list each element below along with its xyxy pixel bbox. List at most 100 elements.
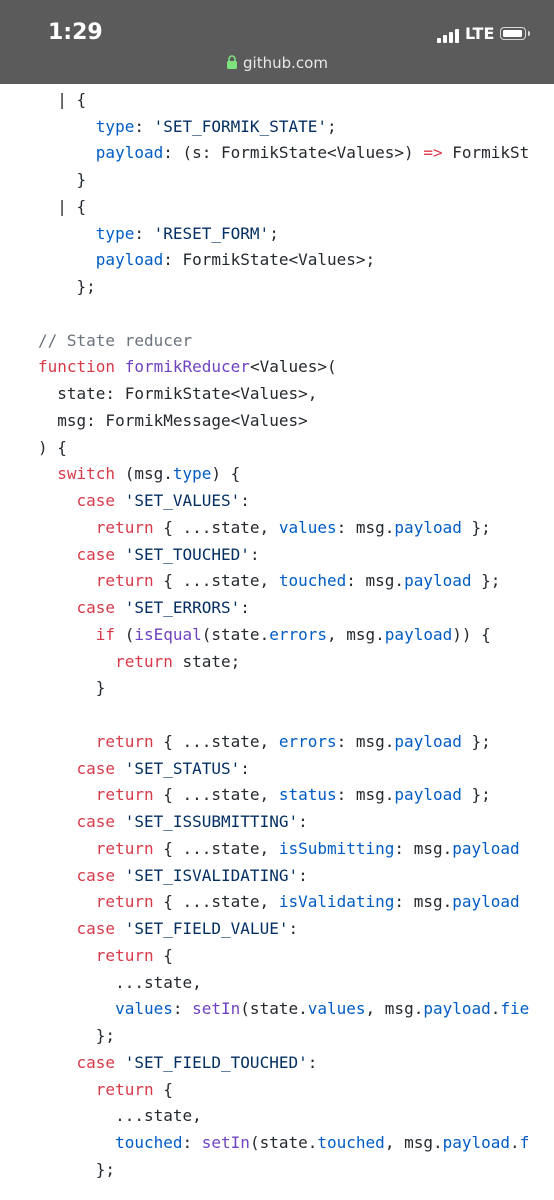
code-line: values: setIn(state.values, msg.payload.… [0, 996, 554, 1023]
code-token: payload [384, 624, 453, 644]
code-token: payload [394, 517, 462, 537]
network-type-label: LTE [465, 24, 495, 43]
lock-icon [227, 55, 238, 69]
code-token: FormikSt [442, 143, 530, 163]
code-token [38, 250, 96, 269]
battery-icon [500, 27, 530, 40]
code-token: formikReducer [124, 357, 250, 377]
code-token: state; [172, 651, 241, 671]
code-token: <Values>( [249, 357, 337, 377]
code-token: return [95, 1079, 154, 1099]
code-token: values [278, 517, 337, 537]
code-token: { ...state, [153, 731, 279, 751]
code-line: return { [0, 1077, 554, 1104]
code-token [115, 759, 125, 778]
code-line: case 'SET_ERRORS': [0, 595, 554, 622]
code-token: isSubmitting [278, 838, 395, 858]
code-token [38, 625, 96, 644]
code-line: case 'SET_STATUS': [0, 756, 554, 783]
code-token [115, 545, 125, 564]
code-token: } [38, 678, 106, 698]
code-token: { [153, 1079, 173, 1099]
code-token: ) { [211, 464, 241, 484]
code-token: type [172, 464, 212, 484]
code-line: ...state, [0, 970, 554, 997]
code-line: case 'SET_TOUCHED': [0, 542, 554, 569]
code-token [38, 117, 96, 136]
code-token [115, 866, 125, 885]
code-token: ...state, [38, 972, 202, 992]
code-token: { ...state, [153, 571, 279, 591]
code-token: payload [442, 1133, 511, 1152]
code-token: , msg. [327, 624, 385, 644]
code-token: : [240, 598, 250, 617]
code-token [115, 598, 125, 617]
signal-strength-icon [437, 29, 463, 43]
code-token: | { [38, 89, 87, 109]
code-line: | { [0, 194, 554, 221]
code-token: if [95, 624, 116, 644]
code-token: : [249, 544, 260, 564]
code-token [115, 357, 125, 376]
code-token: : FormikState<Values>; [163, 250, 376, 270]
code-token: values [307, 999, 366, 1019]
code-token: setIn [201, 1133, 250, 1152]
code-line: type: 'SET_FORMIK_STATE'; [0, 114, 554, 141]
code-token: 'SET_FIELD_VALUE' [124, 919, 289, 938]
code-token [38, 224, 96, 243]
code-line: state: FormikState<Values>, [0, 381, 554, 408]
code-token: payload [95, 143, 164, 163]
code-line: return { ...state, errors: msg.payload }… [0, 729, 554, 756]
code-token: state: FormikState<Values>, [38, 384, 318, 403]
code-token: => [423, 143, 443, 163]
code-token: touched [278, 571, 347, 591]
code-token: 'SET_TOUCHED' [124, 544, 250, 564]
code-token: return [95, 892, 154, 912]
code-token: , msg. [384, 1133, 443, 1152]
code-token: ; [269, 223, 279, 243]
code-token [38, 839, 96, 858]
code-token: ; [326, 116, 337, 136]
code-token [38, 759, 77, 778]
code-token [115, 919, 125, 938]
code-token [38, 892, 96, 911]
code-token: }; [38, 277, 96, 296]
code-token: (state. [201, 624, 270, 644]
code-line: case 'SET_ISSUBMITTING': [0, 809, 554, 836]
code-token: }; [461, 785, 491, 805]
code-token: payload [95, 250, 164, 270]
code-line [0, 702, 554, 729]
code-token: . [490, 999, 501, 1019]
code-token: }; [38, 1026, 116, 1045]
code-token: | { [38, 196, 87, 216]
code-token: return [95, 785, 154, 805]
code-line: payload: FormikState<Values>; [0, 247, 554, 274]
code-line: }; [0, 1157, 554, 1184]
code-token: case [76, 598, 116, 617]
code-token: { ...state, [153, 517, 279, 537]
code-token: // State reducer [38, 330, 193, 350]
code-token: type [95, 116, 135, 136]
code-token [38, 812, 77, 831]
code-token: isValidating [278, 892, 395, 912]
code-line: case 'SET_ISVALIDATING': [0, 863, 554, 890]
code-token: : (s: FormikState<Values>) [163, 143, 424, 163]
code-token: : [298, 812, 308, 831]
clock: 1:29 [48, 20, 103, 45]
code-token [38, 1053, 77, 1072]
code-token: : [134, 116, 154, 136]
code-viewer[interactable]: | { type: 'SET_STATUS'; payload: any } |… [0, 60, 554, 1200]
code-token: return [95, 838, 154, 858]
code-token: )) { [452, 624, 491, 644]
address-bar[interactable]: github.com [0, 54, 554, 72]
code-token: return [115, 651, 173, 671]
code-token: payload [423, 999, 491, 1019]
code-token: }; [461, 731, 491, 751]
code-token: return [95, 945, 154, 965]
code-line: return { ...state, values: msg.payload }… [0, 515, 554, 542]
code-token: : [298, 865, 308, 885]
code-token [38, 732, 96, 751]
code-line: }; [0, 274, 554, 301]
code-token: status [278, 785, 337, 805]
code-token: payload [394, 785, 462, 805]
